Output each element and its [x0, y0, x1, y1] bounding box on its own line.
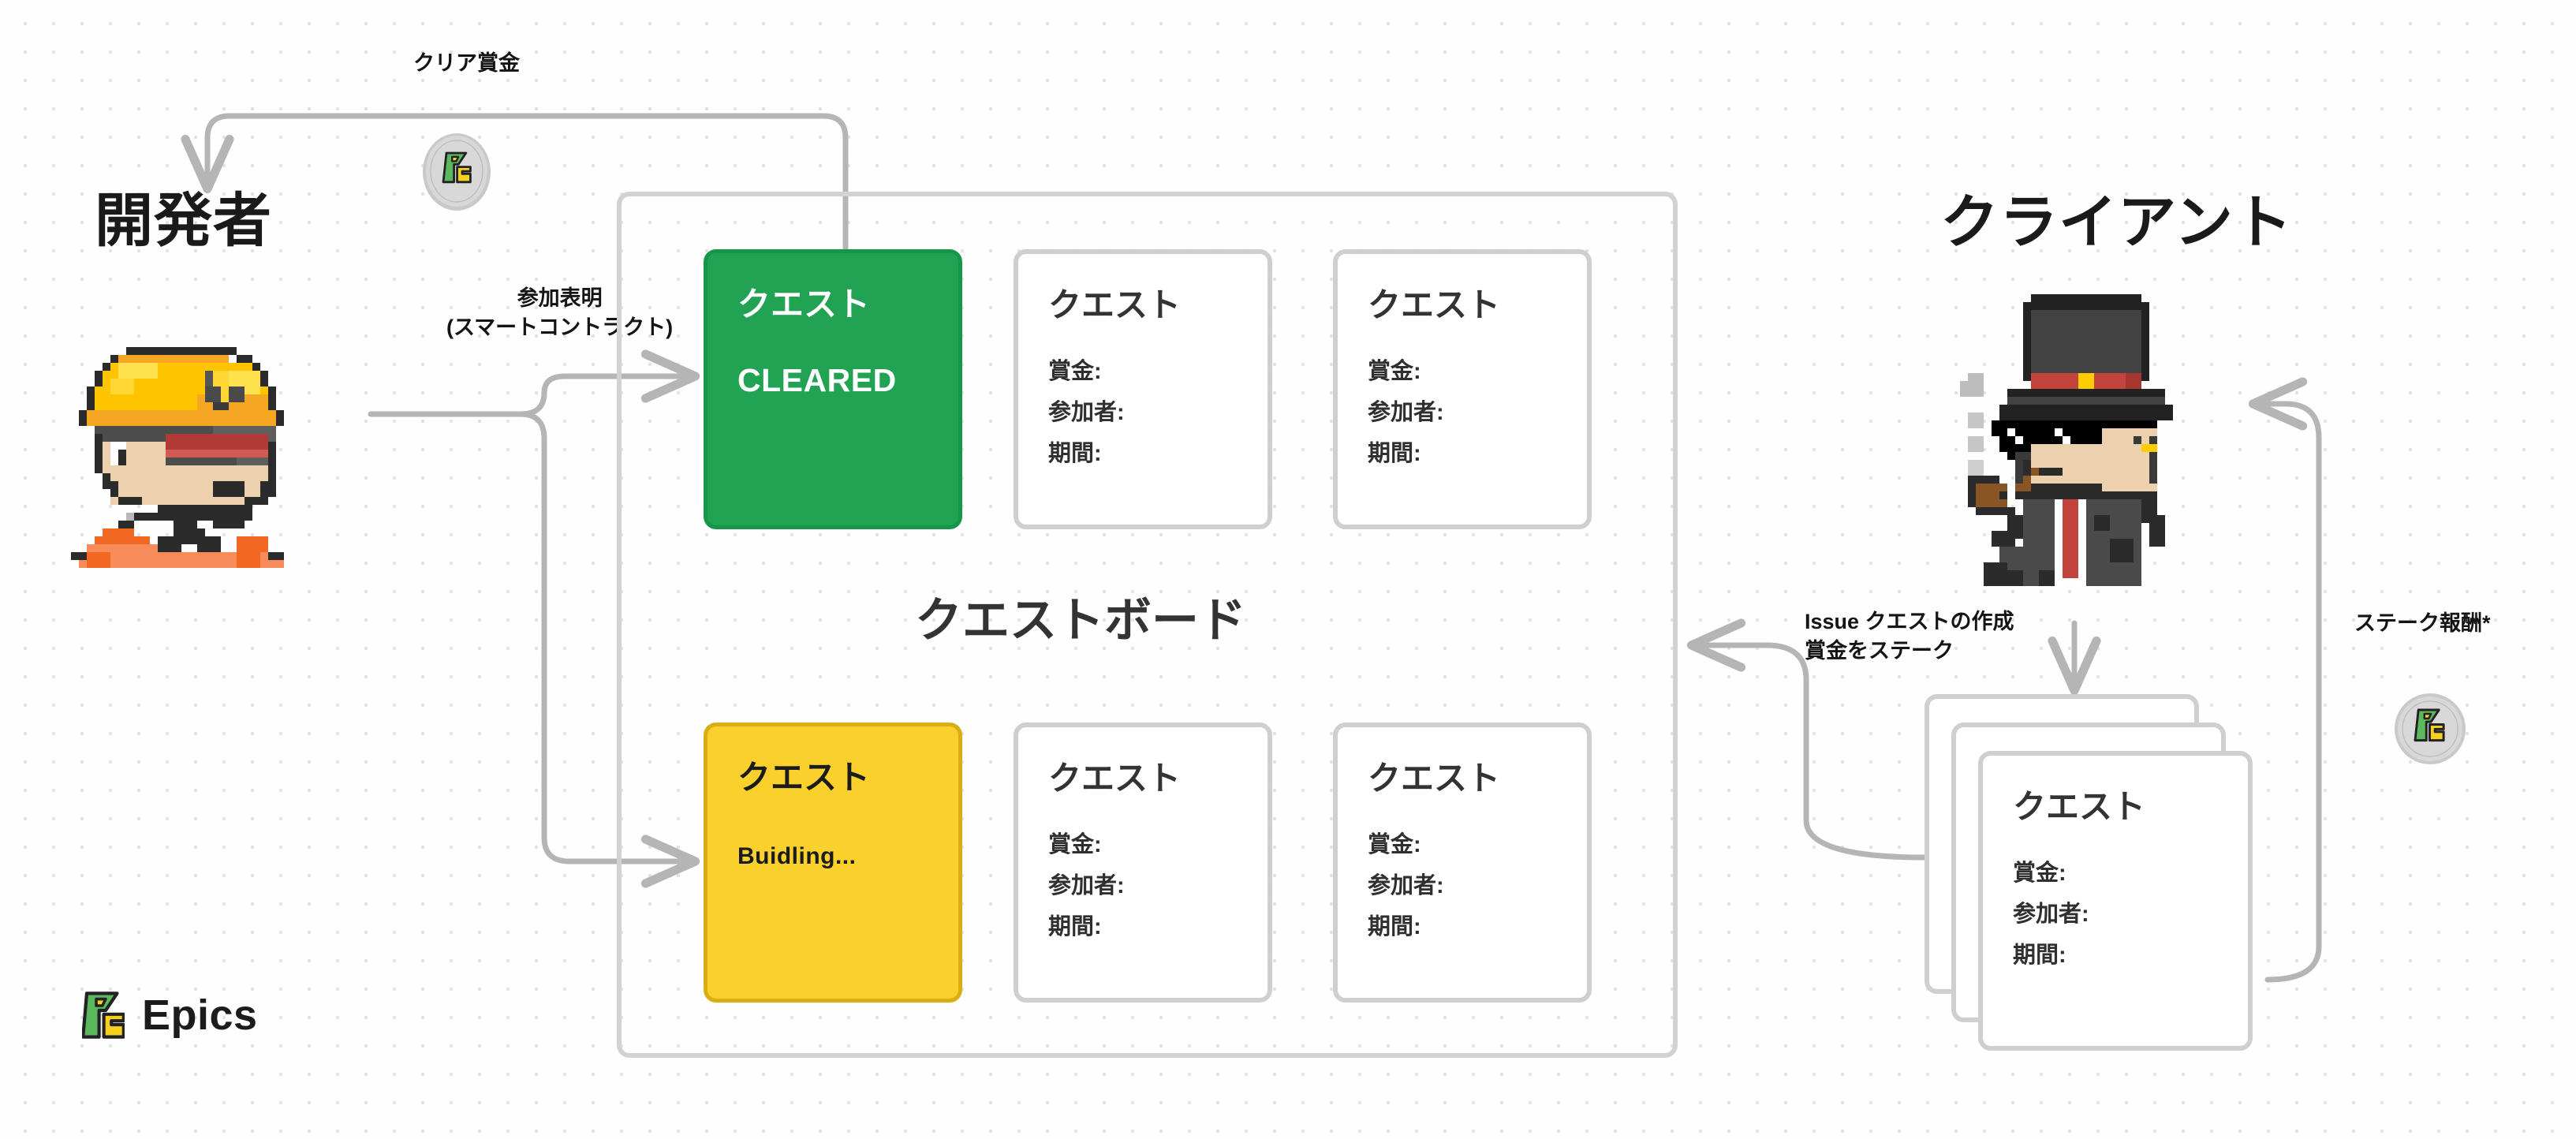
brand-name: Epics: [142, 991, 258, 1039]
quest-card[interactable]: クエスト 賞金: 参加者: 期間:: [1014, 723, 1272, 1003]
field-participants: 参加者:: [1368, 399, 1444, 425]
quest-card-title: クエスト: [1048, 760, 1182, 797]
edge-stake-reward: [2248, 377, 2322, 983]
developer-heading: 開発者: [95, 188, 272, 253]
epics-logo-icon: [82, 991, 125, 1039]
quest-card-buidling[interactable]: クエスト Buidling...: [704, 723, 962, 1003]
field-bounty: 賞金:: [1368, 832, 1421, 857]
field-participants: 参加者:: [1048, 399, 1125, 425]
field-period: 期間:: [1048, 440, 1102, 466]
quest-card-status: CLEARED: [737, 362, 897, 398]
stack-card-front[interactable]: クエスト 賞金: 参加者: 期間:: [1978, 751, 2253, 1051]
quest-card-title: クエスト: [1368, 286, 1501, 323]
quest-card-title: クエスト: [737, 759, 871, 796]
label-stake-reward: ステーク報酬*: [2354, 611, 2491, 635]
field-participants: 参加者:: [1048, 872, 1125, 898]
field-period: 期間:: [1048, 913, 1102, 939]
label-join-line1: 参加表明: [517, 286, 603, 310]
label-join-declaration: 参加表明 (スマートコントラクト): [446, 284, 673, 343]
quest-card-title: クエスト: [737, 286, 871, 323]
field-period: 期間:: [1368, 913, 1421, 939]
quest-card-title: クエスト: [1368, 760, 1501, 797]
field-participants: 参加者:: [1368, 872, 1444, 898]
quest-card[interactable]: クエスト 賞金: 参加者: 期間:: [1333, 723, 1592, 1003]
quest-card[interactable]: クエスト 賞金: 参加者: 期間:: [1333, 249, 1592, 529]
label-issue-line1: Issue クエストの作成: [1805, 610, 2014, 633]
field-bounty: 賞金:: [2013, 861, 2066, 886]
label-join-line2: (スマートコントラクト): [446, 316, 674, 340]
client-heading: クライアント: [1940, 189, 2294, 255]
quest-card-status: Buidling...: [737, 843, 857, 869]
field-bounty: 賞金:: [1048, 359, 1102, 384]
quest-card-title: クエスト: [1048, 286, 1182, 323]
client-avatar-icon: [1960, 294, 2173, 586]
field-bounty: 賞金:: [1048, 832, 1102, 857]
epics-coin-icon: [2395, 693, 2466, 764]
quest-card-fields: 賞金: 参加者: 期間:: [1048, 352, 1238, 475]
field-participants: 参加者:: [2013, 901, 2089, 927]
edge-issue-create: [1686, 618, 1928, 861]
quest-card-fields: 賞金: 参加者: 期間:: [1368, 352, 1557, 475]
quest-card-fields: 賞金: 参加者: 期間:: [2013, 853, 2218, 977]
quest-board-container: [617, 192, 1678, 1058]
quest-board-title: クエストボード: [915, 594, 1246, 647]
label-issue-line2: 賞金をステーク: [1805, 639, 1954, 663]
brand-logo: Epics: [82, 991, 258, 1040]
quest-card-fields: 賞金: 参加者: 期間:: [1048, 825, 1238, 948]
field-bounty: 賞金:: [1368, 359, 1421, 384]
client-quest-card-stack: クエスト 賞金: 参加者: 期間:: [1925, 694, 2264, 1051]
quest-card-cleared[interactable]: クエスト CLEARED: [704, 249, 962, 529]
field-period: 期間:: [2013, 942, 2066, 968]
epics-coin-icon: [423, 133, 491, 211]
quest-card-fields: 賞金: 参加者: 期間:: [1368, 825, 1557, 948]
developer-avatar-icon: [71, 347, 284, 568]
label-issue-create: Issue クエストの作成 賞金をステーク: [1805, 607, 2014, 667]
field-period: 期間:: [1368, 440, 1421, 466]
label-clear-bounty: クリア賞金: [413, 51, 520, 75]
quest-card[interactable]: クエスト 賞金: 参加者: 期間:: [1014, 249, 1272, 529]
quest-card-title: クエスト: [2013, 788, 2146, 825]
